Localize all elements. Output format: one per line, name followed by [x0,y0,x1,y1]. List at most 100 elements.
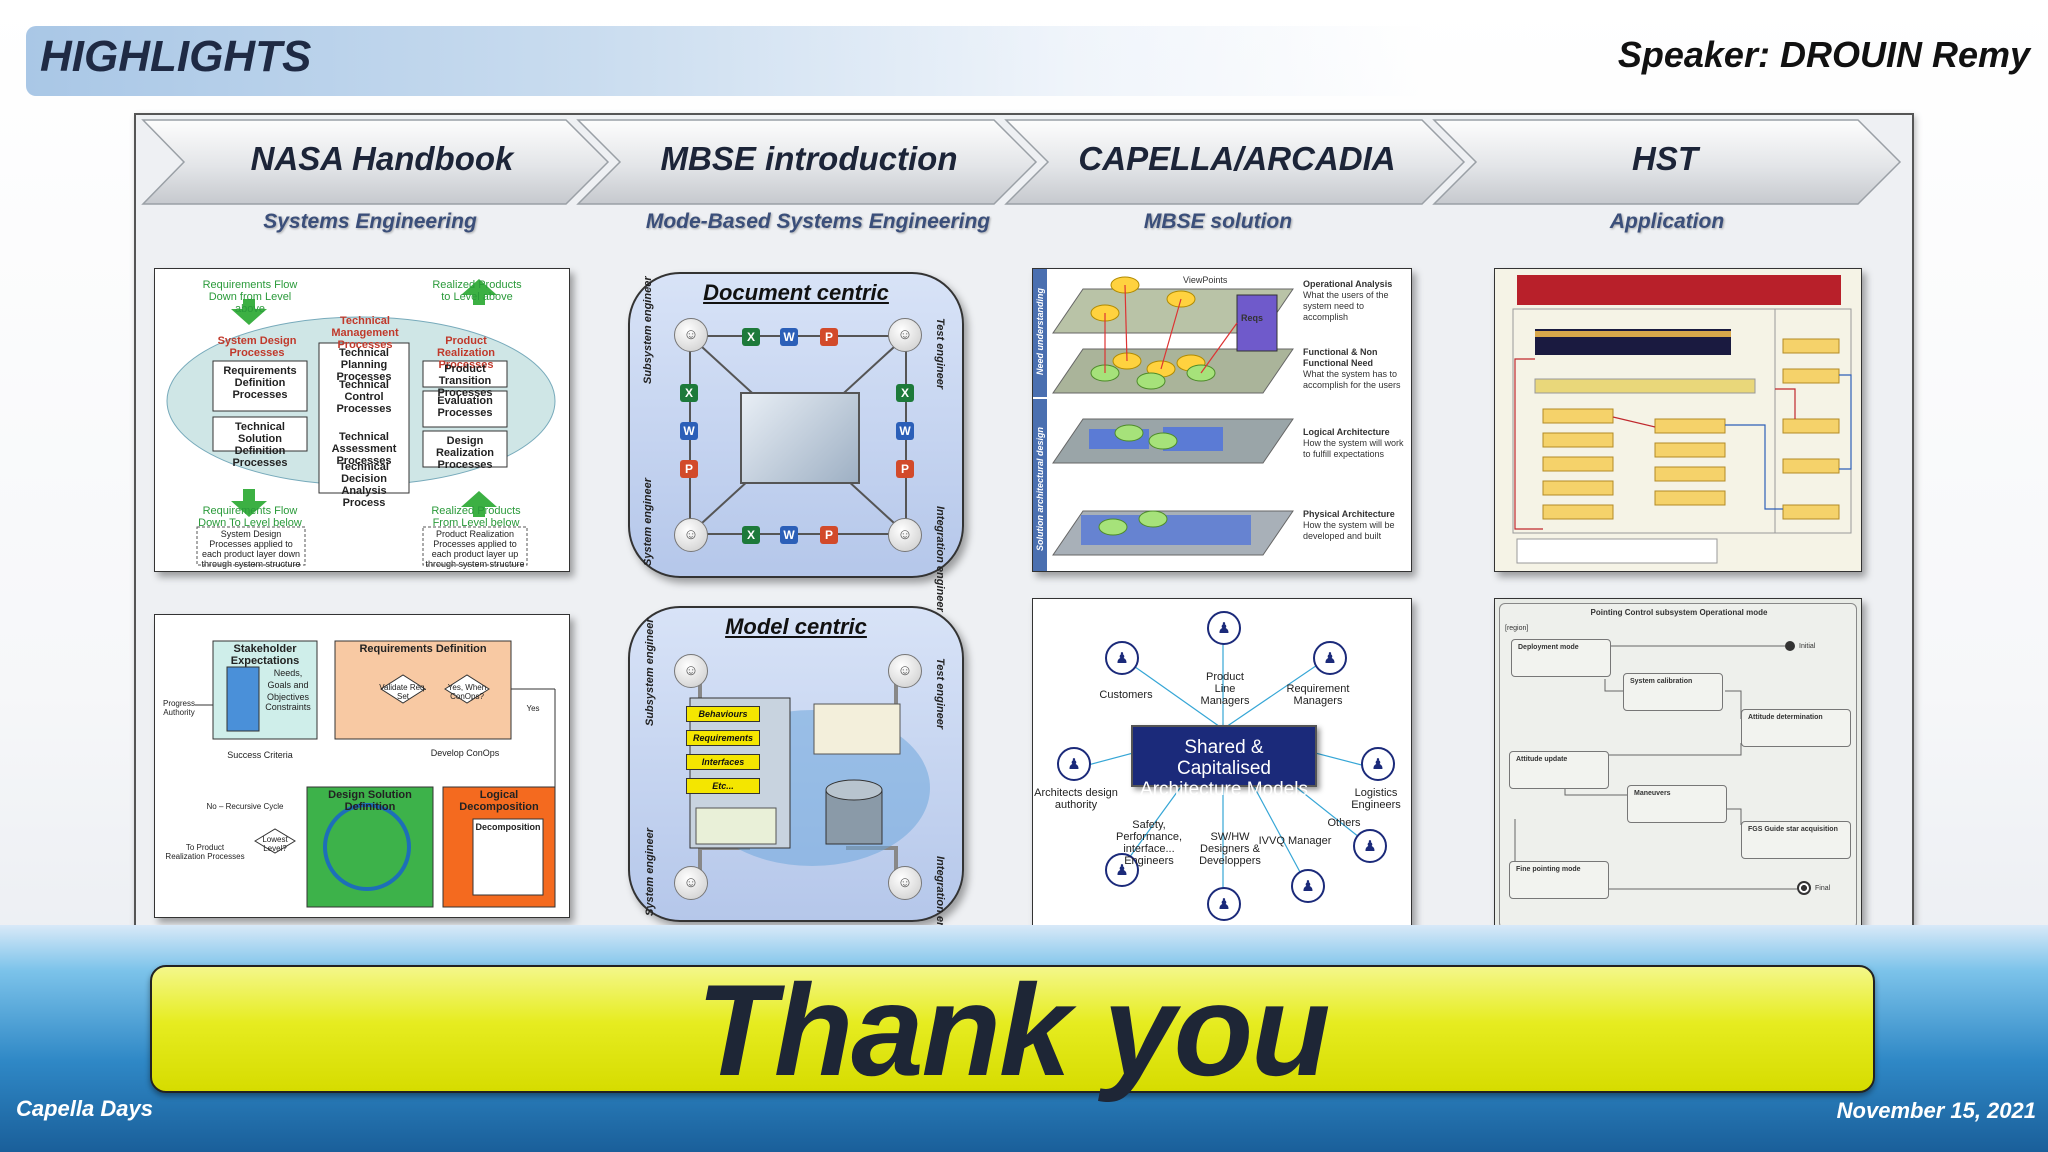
chevron-step-4 [1432,119,1902,205]
state-fgs-acquisition: FGS Guide star acquisition [1741,821,1851,859]
side-solution-design: Solution architectural design [1035,426,1045,551]
test-engineer-face: ☺ [888,654,922,688]
nasa-req-down-lower: Requirements Flow Down To Level below [198,505,302,529]
reqs-label: Reqs [1241,313,1264,323]
step-sub-nasa: Systems Engineering [263,210,477,233]
viewpoints-label: ViewPoints [1183,275,1228,285]
nasa-note-right: Product Realization Processes applied to… [425,529,525,569]
state-calibration: System calibration [1623,673,1723,711]
state-maneuvers: Maneuvers [1627,785,1727,823]
nasa2-lowest: Lowest Level? [262,835,288,853]
model-bar-requirements: Requirements [686,730,760,746]
system-engineer-face: ☺ [674,866,708,900]
person-icon: ♟ [1361,747,1395,781]
nasa-note-left: System Design Processes applied to each … [201,529,301,569]
shared-models-box: Shared & Capitalised Architecture Models [1131,725,1317,800]
step-sub-capella: MBSE solution [1143,210,1293,233]
nasa2-decomposition: Decomposition [475,822,541,832]
nasa-flow-diagram: Stakeholder Expectations Requirements De… [154,614,570,918]
oa-desc: What the users of the system need to acc… [1303,290,1389,322]
role-architects: Architects design authority [1034,787,1118,811]
step-label-nasa: NASA Handbook [250,140,514,177]
fn-text: Functional & Non Functional Need What th… [1303,347,1409,391]
region-label: [region] [1505,625,1529,632]
subsystem-engineer-face: ☺ [674,654,708,688]
role-others: Others [1327,817,1361,829]
subsystem-engineer-face: ☺ [674,318,708,352]
role-test: Test engineer [934,318,946,390]
role-system: System engineer [642,477,654,566]
model-bar-behaviours: Behaviours [686,706,760,722]
model-bar-interfaces: Interfaces [686,754,760,770]
nasa-design-real: Design Realization Processes [435,435,495,471]
person-icon: ♟ [1207,887,1241,921]
nasa-tech-dec: Technical Decision Analysis Process [339,461,389,509]
role-customers: Customers [1099,689,1153,701]
nasa-tech-assess: Technical Assessment Processes [331,431,397,467]
nasa-realized-from: Realized Products From Level below [431,505,521,529]
footer-event: Capella Days [16,1096,153,1121]
nasa2-req-def: Requirements Definition [359,643,487,655]
chevron-step-1 [141,119,610,205]
nasa2-develop-conops: Develop ConOps [430,748,500,758]
integration-engineer-face: ☺ [888,866,922,900]
arcadia-layers-diagram: Need understanding Solution architectura… [1032,268,1412,572]
fn-title: Functional & Non Functional Need [1303,347,1378,368]
state-diagram-title: Pointing Control subsystem Operational m… [1590,608,1768,617]
integration-engineer-face: ☺ [888,518,922,552]
initial-node-icon [1785,641,1795,651]
chevron-step-3 [1004,119,1466,205]
model-centric-box: Model centric ☺ ☺ ☺ ☺ Subsystem engineer… [628,606,964,962]
la-title: Logical Architecture [1303,427,1390,437]
state-deployment: Deployment mode [1511,639,1611,677]
document-centric-title: Document centric [703,280,889,305]
nasa2-yes-when: Yes, When ConOps? [447,683,487,701]
excel-file-icon: X [680,384,698,402]
nasa2-constraints: Constraints [265,702,311,712]
state-attitude-determination: Attitude determination [1741,709,1851,747]
ppt-file-icon: P [896,460,914,478]
nasa2-success: Success Criteria [227,750,293,760]
word-file-icon: W [780,328,798,346]
step-sub-mbse: Mode-Based Systems Engineering [645,210,991,233]
slide-title: HIGHLIGHTS [40,32,312,81]
person-icon: ♟ [1207,611,1241,645]
nasa2-needs: Needs, Goals and Objectives [266,668,310,702]
step-sub-hst: Application [1609,210,1725,233]
state-attitude-update: Attitude update [1509,751,1609,789]
nasa2-progress: Progress Authority [162,699,195,717]
role-product-line: Product Line Managers [1200,671,1250,707]
step-label-mbse: MBSE introduction [660,140,958,177]
step-label-hst: HST [1632,140,1698,177]
nasa2-stakeholder: Stakeholder Expectations [230,643,300,667]
role-subsystem: Subsystem engineer [644,618,656,726]
nasa-req-flow-down: Requirements Flow Down from Level above [202,279,298,315]
pa-title: Physical Architecture [1303,509,1395,519]
speaker-name: Speaker: DROUIN Remy [1617,34,2030,75]
nasa-tech-sol: Technical Solution Definition Processes [232,421,288,469]
side-need-understanding: Need understanding [1035,287,1045,375]
process-chevron [141,119,1902,205]
model-bar-etc: Etc... [686,778,760,794]
la-desc: How the system will work to fulfill expe… [1303,438,1404,459]
excel-file-icon: X [742,328,760,346]
nasa-sys-design: System Design Processes [217,335,297,359]
nasa-req-def: Requirements Definition Processes [223,365,297,401]
excel-file-icon: X [896,384,914,402]
person-icon: ♟ [1105,853,1139,887]
person-icon: ♟ [1105,641,1139,675]
final-node-icon [1797,881,1811,895]
person-icon: ♟ [1291,869,1325,903]
nasa-tech-ctrl: Technical Control Processes [336,379,392,415]
initial-label: Initial [1799,643,1816,650]
oa-title: Operational Analysis [1303,279,1393,289]
pa-text: Physical Architecture How the system wil… [1303,509,1409,542]
shared-models-label: Shared & Capitalised Architecture Models [1140,737,1308,800]
thank-you-banner: Thank you [150,957,1875,1103]
oa-text: Operational Analysis What the users of t… [1303,279,1409,323]
nasa-engine-diagram: Requirements Flow Down from Level above … [154,268,570,572]
role-safety: Safety, Performance, interface... Engine… [1115,819,1183,867]
nasa-eval: Evaluation Processes [437,395,493,419]
nasa-tech-plan: Technical Planning Processes [336,347,392,383]
word-file-icon: W [680,422,698,440]
